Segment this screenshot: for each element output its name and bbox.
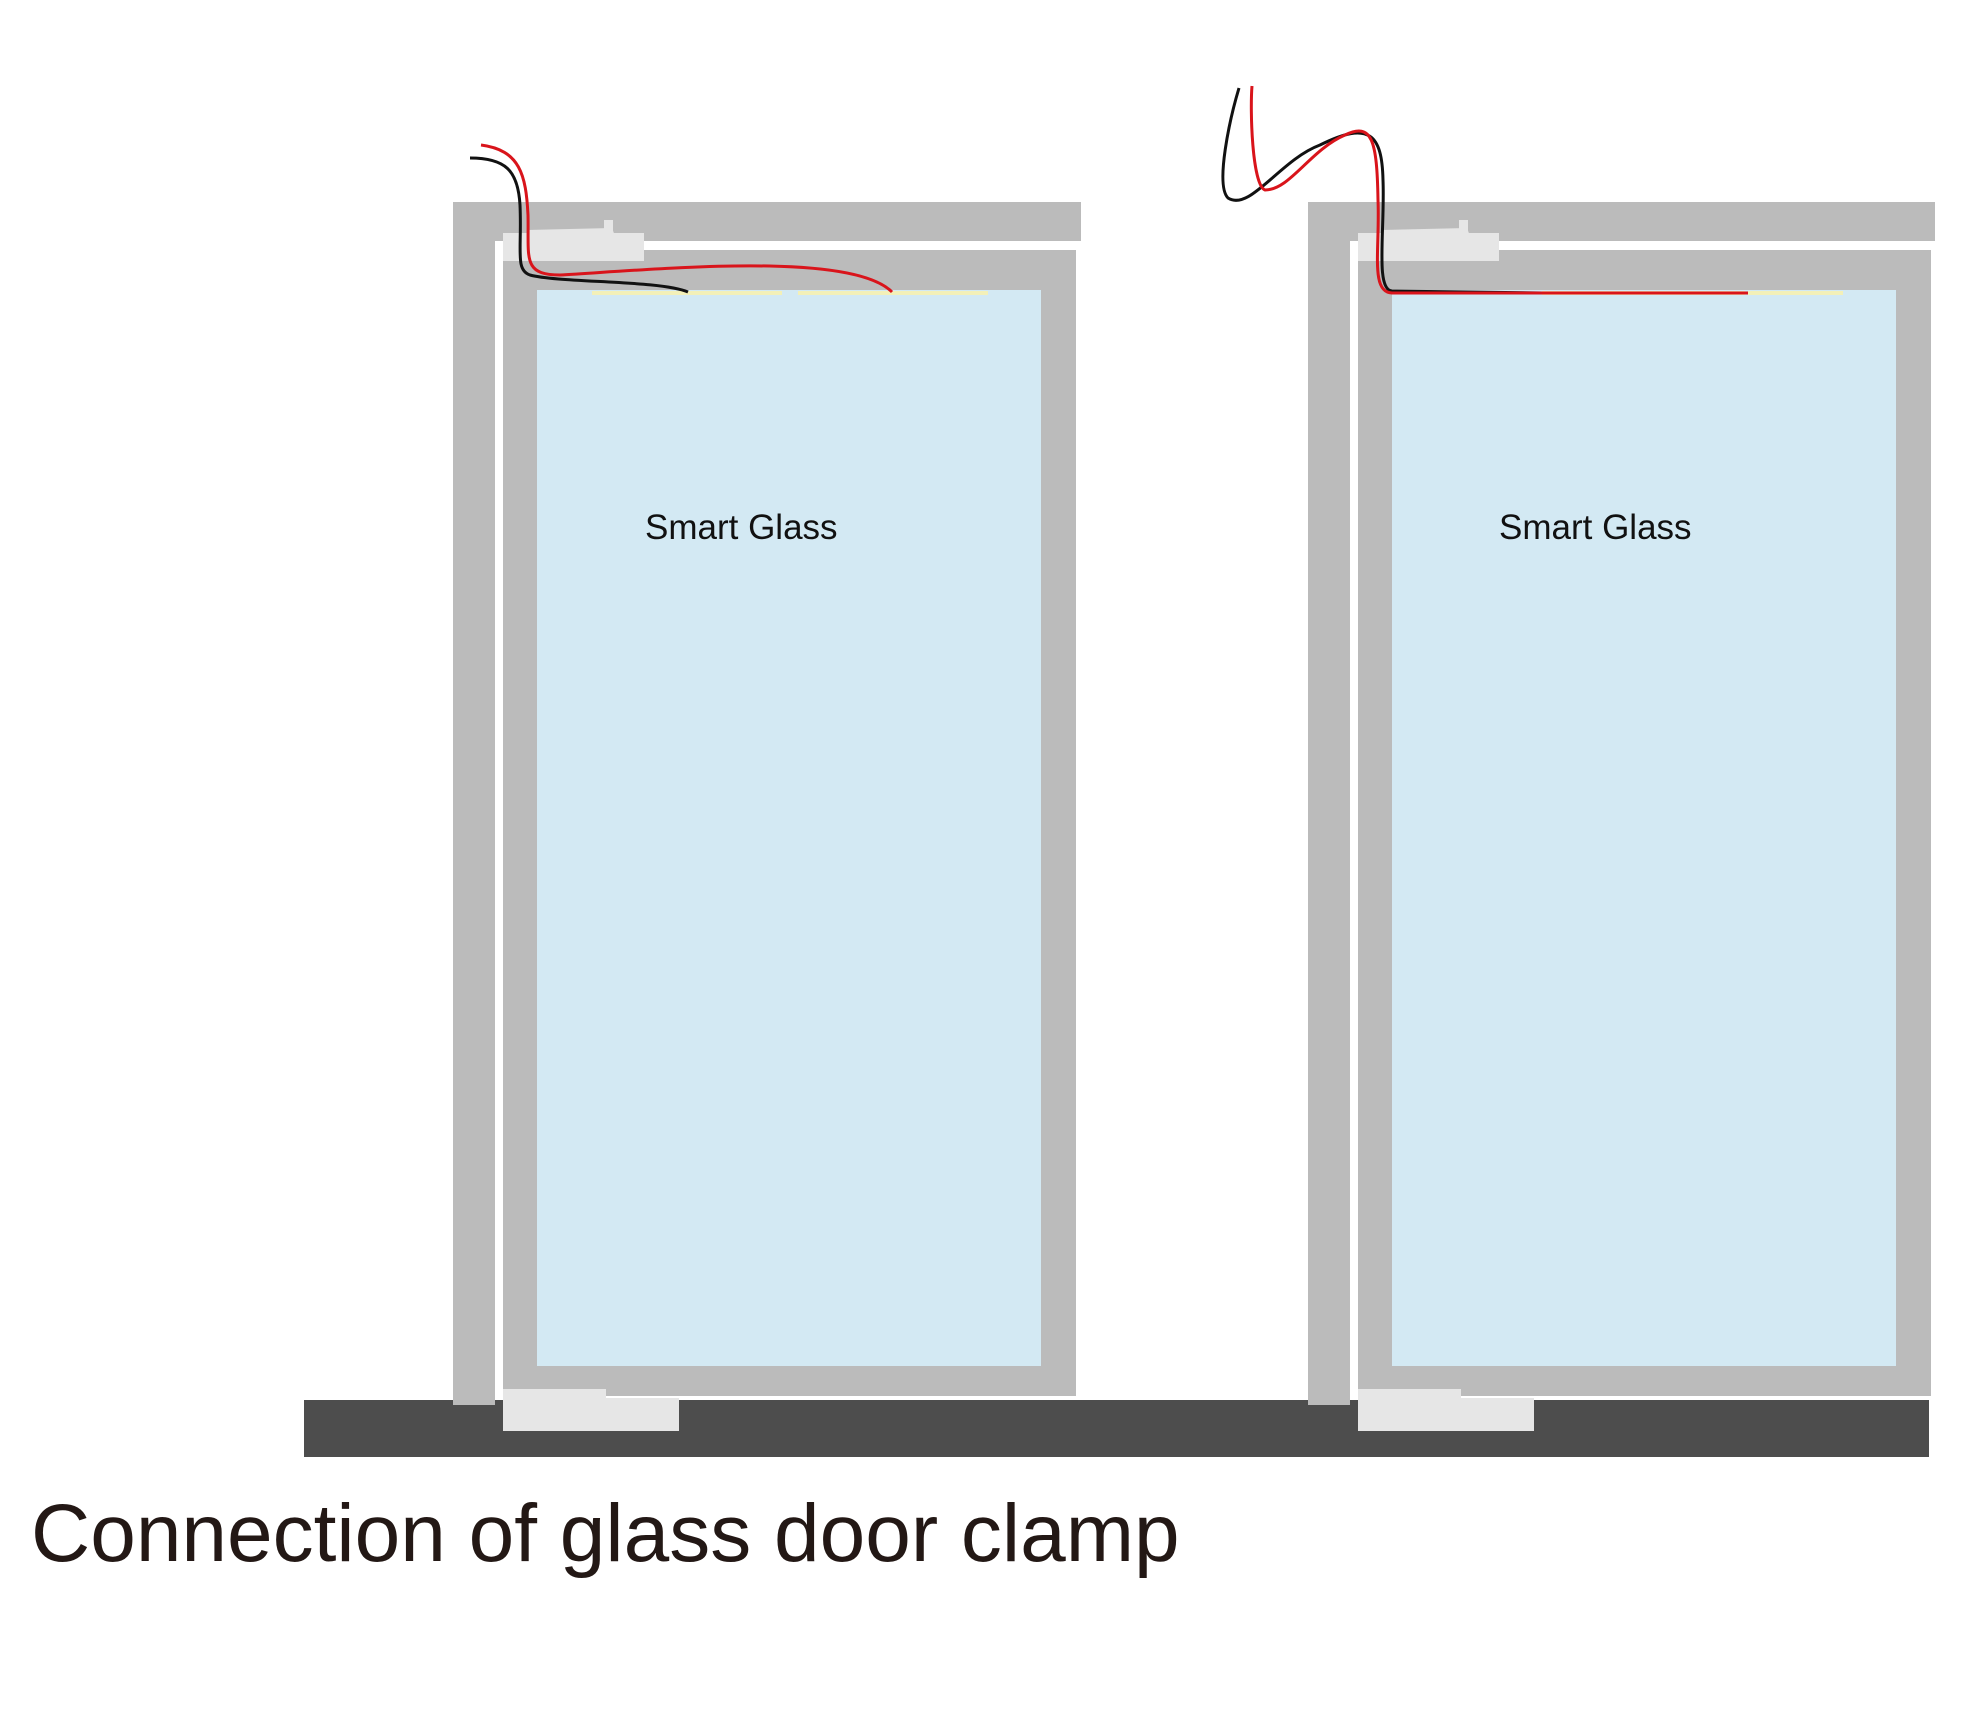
wire-red-right bbox=[1249, 85, 1748, 295]
top-clamp-knob-left bbox=[604, 220, 613, 234]
diagram-caption: Connection of glass door clamp bbox=[31, 1488, 1180, 1579]
glass-pane-right bbox=[1392, 290, 1896, 1366]
top-clamp-arm-right bbox=[1382, 228, 1470, 237]
top-clamp-left bbox=[503, 233, 644, 261]
top-clamp-arm-left bbox=[527, 228, 615, 237]
wire-red-left bbox=[480, 143, 894, 294]
glass-pane-left bbox=[537, 290, 1041, 1366]
busbar-right-2 bbox=[1748, 291, 1843, 295]
bottom-clamp-left bbox=[503, 1398, 679, 1431]
glass-label-right: Smart Glass bbox=[1499, 508, 1692, 547]
glass-label-left: Smart Glass bbox=[645, 508, 838, 547]
door-right: Smart Glass bbox=[1221, 85, 1935, 1431]
door-left: Smart Glass bbox=[453, 143, 1081, 1431]
bottom-clamp-top-right bbox=[1358, 1389, 1461, 1399]
frame-jamb-left bbox=[453, 202, 495, 1405]
frame-jamb-right bbox=[1308, 202, 1350, 1405]
bottom-clamp-top-left bbox=[503, 1389, 606, 1399]
wire-black-left bbox=[469, 156, 689, 294]
busbar-left-2 bbox=[798, 291, 988, 295]
top-clamp-knob-right bbox=[1459, 220, 1468, 234]
bottom-clamp-right bbox=[1358, 1398, 1534, 1431]
wire-black-right bbox=[1221, 87, 1543, 295]
